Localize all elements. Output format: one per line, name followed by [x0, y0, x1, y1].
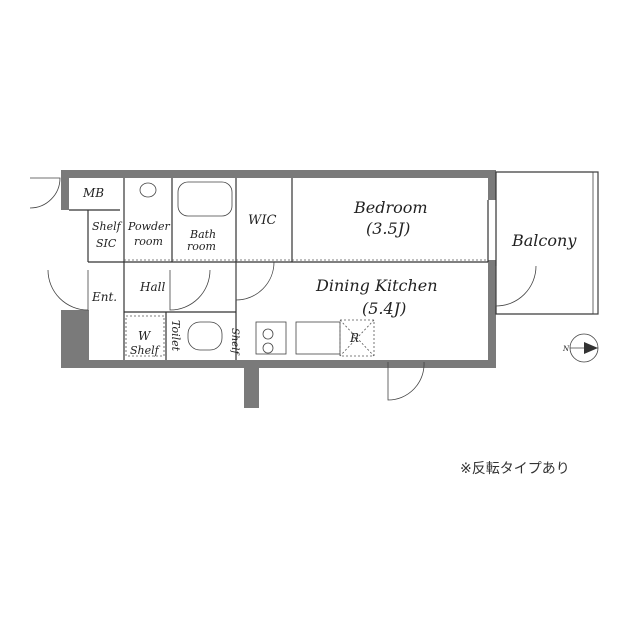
sink-icon	[139, 182, 157, 198]
label-hall: Hall	[139, 280, 165, 294]
balcony-door-arc	[495, 265, 537, 307]
label-shelf: Shelf	[130, 344, 161, 357]
front-door-arc	[29, 177, 61, 209]
entry-door-arc	[47, 269, 89, 311]
label-toilet-shelf: Shelf	[229, 328, 240, 356]
label-w: W	[138, 329, 152, 343]
compass-n-label: N	[562, 345, 570, 353]
left-wall-lower	[61, 310, 89, 367]
top-wall	[61, 170, 493, 178]
label-shelf-sic-1: Shelf	[92, 220, 123, 233]
reverse-type-note: ※反転タイプあり	[460, 461, 570, 477]
bottom-wall	[61, 360, 493, 368]
label-powder-1: Powder	[127, 220, 171, 233]
burner-2-icon	[262, 342, 274, 354]
label-powder-2: room	[134, 235, 163, 248]
fridge-space	[339, 319, 375, 357]
stove-icon	[255, 321, 287, 355]
label-bedroom-size: (3.5J)	[366, 219, 410, 238]
balcony-rail	[592, 171, 599, 315]
bathtub-icon	[177, 181, 233, 217]
label-bath-1: Bath	[189, 228, 216, 241]
right-wall-upper	[488, 170, 496, 200]
fridge-cross	[339, 319, 375, 357]
label-bath-2: room	[187, 240, 216, 253]
label-toilet: Toilet	[169, 320, 182, 352]
left-wall-upper	[61, 170, 69, 210]
compass-arrow-icon	[584, 342, 598, 354]
label-wic: WIC	[248, 213, 276, 228]
label-r: R	[349, 331, 359, 345]
bottom-pillar	[244, 360, 259, 408]
washer-space	[125, 315, 165, 357]
toilet-icon	[187, 321, 223, 351]
label-balcony: Balcony	[511, 231, 577, 250]
bottom-door-arc	[387, 361, 425, 401]
label-ent: Ent.	[91, 290, 117, 304]
dk-door-arc	[235, 261, 275, 301]
hall-door-arc	[169, 269, 211, 311]
label-dk-size: (5.4J)	[362, 299, 406, 318]
label-dining-kitchen: Dining Kitchen	[315, 276, 438, 295]
kitchen-sink-icon	[295, 321, 341, 355]
label-bedroom: Bedroom	[353, 198, 428, 217]
burner-1-icon	[262, 328, 274, 340]
label-shelf-sic-2: SIC	[96, 237, 117, 250]
right-wall-lower	[488, 260, 496, 368]
label-mb: MB	[82, 186, 104, 200]
